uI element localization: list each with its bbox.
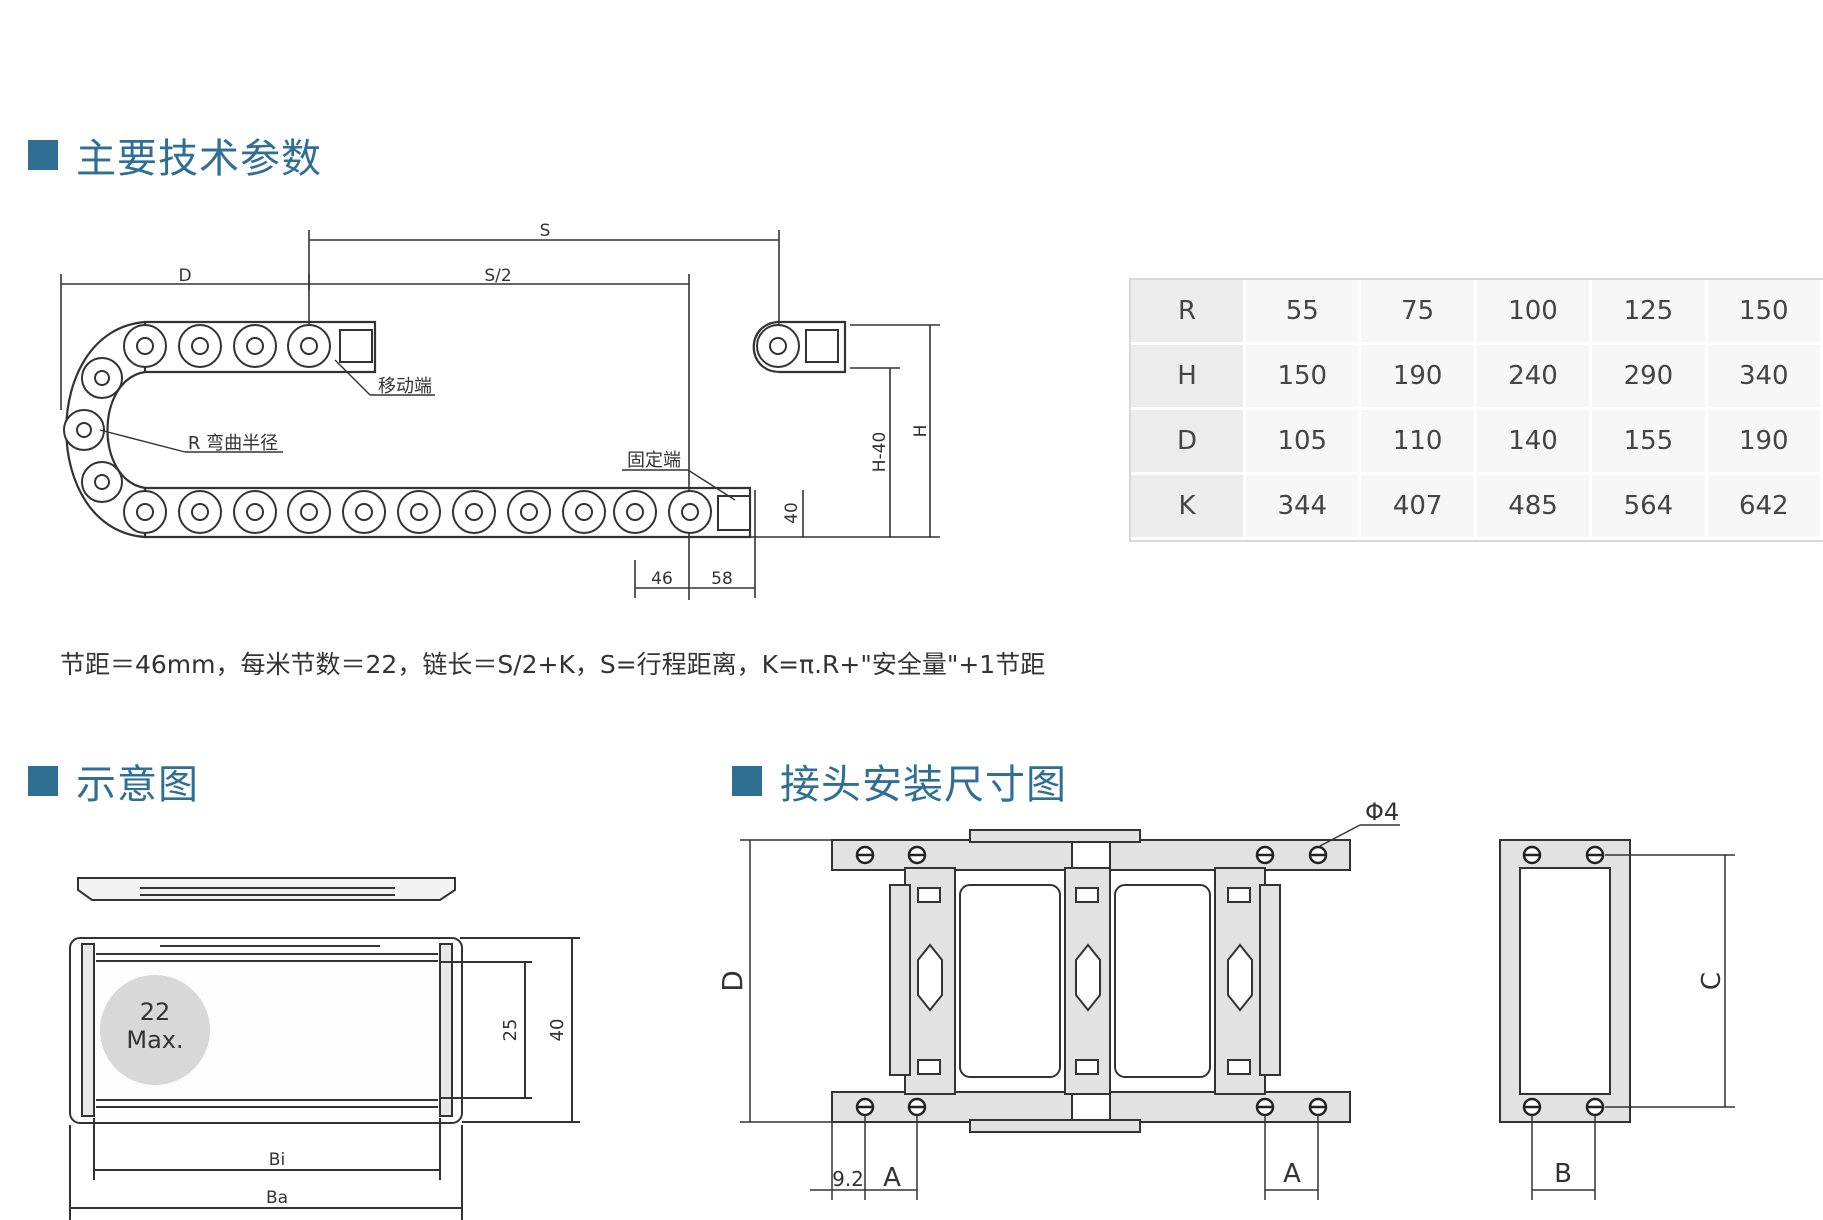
dim-label-92: 9.2 [832, 1167, 864, 1191]
dim-label-s: S [540, 221, 551, 241]
table-cell: 240 [1475, 343, 1593, 410]
dim-label-ba: Ba [266, 1188, 288, 1208]
section-title-install: 接头安装尺寸图 [732, 752, 1067, 810]
section-title-text: 示意图 [76, 762, 199, 808]
dim-label-b: B [1554, 1159, 1572, 1189]
table-cell: 150 [1706, 280, 1823, 345]
max-size-badge [100, 975, 210, 1085]
table-cell: 190 [1359, 343, 1477, 410]
table-cell: 150 [1244, 343, 1362, 410]
table-cell: 564 [1590, 473, 1708, 540]
dim-label-46: 46 [651, 569, 673, 589]
section-title-sketch: 示意图 [28, 752, 199, 810]
dim-label-bi: Bi [269, 1150, 285, 1170]
dim-label-d: D [178, 266, 191, 286]
label-bend-radius: R 弯曲半径 [188, 433, 278, 454]
joint-install-diagram: Φ4 D 9.2 A A C B [720, 798, 1735, 1200]
section-title-text: 主要技术参数 [76, 136, 322, 182]
dim-label-d: D [720, 970, 749, 992]
dim-label-a-right: A [1283, 1159, 1301, 1189]
section-marker-icon [28, 140, 58, 170]
dim-label-58: 58 [711, 569, 733, 589]
section-title-text: 接头安装尺寸图 [780, 762, 1067, 808]
table-cell: 125 [1590, 280, 1708, 345]
table-cell: 190 [1706, 408, 1823, 475]
dim-label-phi4: Φ4 [1365, 798, 1399, 826]
section-marker-icon [28, 766, 58, 796]
table-row-label: R [1131, 280, 1247, 345]
dim-label-40: 40 [782, 502, 802, 524]
dim-label-s2: S/2 [484, 266, 511, 286]
label-fixed-end: 固定端 [627, 450, 681, 471]
badge-line-1: 22 [140, 998, 171, 1026]
table-cell: 110 [1359, 408, 1477, 475]
table-row-label: H [1131, 343, 1247, 410]
badge-line-2: Max. [126, 1026, 183, 1054]
dim-label-40: 40 [547, 1019, 568, 1042]
table-cell: 105 [1244, 408, 1362, 475]
table-cell: 290 [1590, 343, 1708, 410]
section-title-params: 主要技术参数 [28, 126, 322, 184]
spec-table: R 55 75 100 125 150 H 150 190 240 290 34… [1129, 278, 1823, 542]
dim-label-25: 25 [500, 1019, 521, 1042]
table-cell: 407 [1359, 473, 1477, 540]
table-row-label: K [1131, 473, 1247, 540]
table-cell: 485 [1475, 473, 1593, 540]
dim-label-h: H [911, 425, 931, 438]
table-cell: 75 [1359, 280, 1477, 345]
table-row: D 105 110 140 155 190 [1131, 408, 1823, 475]
section-marker-icon [732, 766, 762, 796]
dim-label-h40: H-40 [870, 432, 890, 473]
table-cell: 140 [1475, 408, 1593, 475]
table-row: H 150 190 240 290 340 [1131, 343, 1823, 410]
dim-label-c: C [1697, 972, 1727, 990]
table-cell: 100 [1475, 280, 1593, 345]
cross-section-diagram: 22 Max. 25 40 Bi Ba [69, 877, 580, 1220]
table-row: K 344 407 485 564 642 [1131, 473, 1823, 540]
table-cell: 340 [1706, 343, 1823, 410]
table-cell: 155 [1590, 408, 1708, 475]
table-row: R 55 75 100 125 150 [1131, 280, 1823, 345]
table-cell: 344 [1244, 473, 1362, 540]
table-cell: 55 [1244, 280, 1362, 345]
table-cell: 642 [1706, 473, 1823, 540]
dim-label-a-left: A [883, 1163, 901, 1193]
formula-text: 节距＝46mm，每米节数＝22，链长＝S/2+K，S=行程距离，K=π.R+"安… [60, 650, 1046, 679]
label-moving-end: 移动端 [378, 376, 432, 397]
table-row-label: D [1131, 408, 1247, 475]
drag-chain-diagram: S D S/2 移动端 R 弯曲半径 固定端 H H-40 40 46 58 [60, 221, 940, 600]
